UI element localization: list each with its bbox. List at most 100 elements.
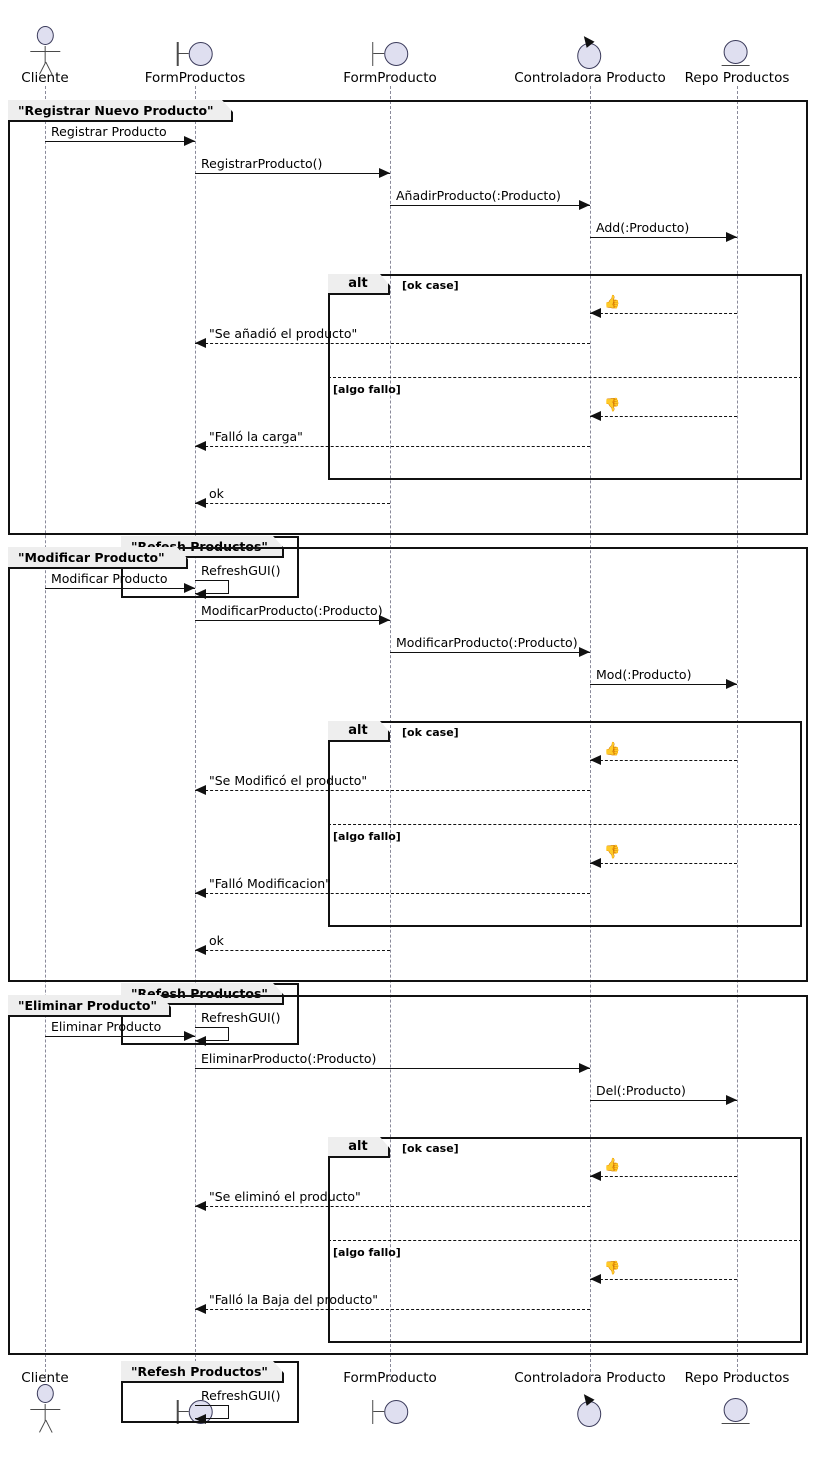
message-line bbox=[195, 1309, 590, 1310]
control-icon bbox=[574, 1391, 606, 1428]
message-arrowhead bbox=[590, 411, 601, 421]
alt-condition-1-0: [ok case] bbox=[402, 726, 459, 739]
alt-condition-2-1: [algo fallo] bbox=[333, 1246, 401, 1259]
message-label: ModificarProducto(:Producto) bbox=[201, 603, 383, 618]
message-label: EliminarProducto(:Producto) bbox=[201, 1051, 377, 1066]
self-message-arrowhead bbox=[195, 1036, 206, 1046]
message-arrowhead bbox=[184, 1031, 195, 1041]
alt-branch-divider bbox=[328, 377, 802, 378]
message-emoji-label: 👎 bbox=[604, 1261, 621, 1276]
message-label: AñadirProducto(:Producto) bbox=[396, 188, 561, 203]
alt-keyword-0: alt bbox=[328, 274, 390, 295]
lifeline-3 bbox=[590, 86, 591, 1382]
message-arrowhead bbox=[726, 679, 737, 689]
message-arrowhead bbox=[195, 1201, 206, 1211]
message-line bbox=[45, 1036, 195, 1037]
message-arrowhead bbox=[184, 583, 195, 593]
message-line bbox=[590, 1100, 737, 1101]
message-line bbox=[195, 1206, 590, 1207]
lifeline-2 bbox=[390, 86, 391, 1382]
message-arrowhead bbox=[579, 1063, 590, 1073]
message-arrowhead bbox=[579, 647, 590, 657]
group-title-2: "Eliminar Producto" bbox=[8, 995, 171, 1017]
self-message-label: RefreshGUI() bbox=[201, 563, 281, 578]
message-label: Add(:Producto) bbox=[596, 220, 690, 235]
message-emoji-label: 👎 bbox=[604, 845, 621, 860]
message-arrowhead bbox=[726, 232, 737, 242]
message-line bbox=[590, 313, 737, 314]
group-title-1: "Modificar Producto" bbox=[8, 547, 188, 569]
alt-branch-divider bbox=[328, 824, 802, 825]
self-message-arrowhead bbox=[195, 589, 206, 599]
message-arrowhead bbox=[195, 498, 206, 508]
message-line bbox=[590, 684, 737, 685]
message-line bbox=[590, 1279, 737, 1280]
message-line bbox=[45, 141, 195, 142]
message-arrowhead bbox=[184, 136, 195, 146]
message-label: "Falló Modificacion" bbox=[209, 876, 331, 891]
group-frame-2 bbox=[8, 995, 808, 1355]
message-arrowhead bbox=[379, 168, 390, 178]
message-label: RegistrarProducto() bbox=[201, 156, 323, 171]
message-arrowhead bbox=[590, 1171, 601, 1181]
message-label: Mod(:Producto) bbox=[596, 667, 692, 682]
message-line bbox=[390, 205, 590, 206]
lifeline-1 bbox=[195, 86, 196, 1382]
message-label: "Se Modificó el producto" bbox=[209, 773, 368, 788]
message-arrowhead bbox=[590, 1274, 601, 1284]
message-line bbox=[195, 1068, 590, 1069]
self-message-loop bbox=[195, 580, 229, 594]
message-line bbox=[195, 503, 390, 504]
participant-header-4: Repo Productos bbox=[684, 28, 790, 86]
message-label: ModificarProducto(:Producto) bbox=[396, 635, 578, 650]
alt-keyword-2: alt bbox=[328, 1137, 390, 1158]
participant-header-2: FormProducto bbox=[343, 28, 437, 86]
message-label: "Falló la carga" bbox=[209, 429, 303, 444]
message-label: "Se añadió el producto" bbox=[209, 326, 358, 341]
message-arrowhead bbox=[195, 338, 206, 348]
entity-icon bbox=[721, 38, 752, 70]
message-label: ok bbox=[209, 486, 224, 501]
message-label: Eliminar Producto bbox=[51, 1019, 162, 1034]
message-label: ok bbox=[209, 933, 224, 948]
entity-icon bbox=[721, 1396, 752, 1428]
self-message-label: RefreshGUI() bbox=[201, 1388, 281, 1403]
participant-header-0: Cliente bbox=[21, 26, 69, 86]
participant-label: Controladora Producto bbox=[514, 70, 666, 86]
alt-branch-divider bbox=[328, 1240, 802, 1241]
participant-label: Cliente bbox=[21, 70, 69, 86]
message-arrowhead bbox=[379, 615, 390, 625]
self-message-loop bbox=[195, 1027, 229, 1041]
message-arrowhead bbox=[590, 308, 601, 318]
group-frame-0 bbox=[8, 100, 808, 535]
message-line bbox=[590, 760, 737, 761]
message-line bbox=[590, 416, 737, 417]
alt-condition-1-1: [algo fallo] bbox=[333, 830, 401, 843]
participant-label: Repo Productos bbox=[684, 70, 790, 86]
message-line bbox=[590, 863, 737, 864]
message-line bbox=[195, 790, 590, 791]
refresh-title-2: "Refesh Productos" bbox=[121, 1361, 284, 1383]
self-message-label: RefreshGUI() bbox=[201, 1010, 281, 1025]
lifeline-4 bbox=[737, 86, 738, 1382]
boundary-icon bbox=[366, 1396, 414, 1428]
participant-label: FormProducto bbox=[343, 70, 437, 86]
message-emoji-label: 👎 bbox=[604, 398, 621, 413]
actor-icon bbox=[24, 26, 66, 75]
alt-keyword-1: alt bbox=[328, 721, 390, 742]
lifeline-0 bbox=[45, 86, 46, 1382]
actor-icon bbox=[24, 1384, 66, 1433]
message-label: "Falló la Baja del producto" bbox=[209, 1292, 379, 1307]
self-message-loop bbox=[195, 1405, 229, 1419]
participant-header-1: FormProductos bbox=[145, 28, 245, 86]
message-line bbox=[195, 343, 590, 344]
message-line bbox=[590, 1176, 737, 1177]
group-frame-1 bbox=[8, 547, 808, 982]
message-line bbox=[195, 620, 390, 621]
group-title-0: "Registrar Nuevo Producto" bbox=[8, 100, 233, 122]
message-arrowhead bbox=[726, 1095, 737, 1105]
message-label: Registrar Producto bbox=[51, 124, 167, 139]
message-arrowhead bbox=[195, 888, 206, 898]
message-label: Del(:Producto) bbox=[596, 1083, 686, 1098]
